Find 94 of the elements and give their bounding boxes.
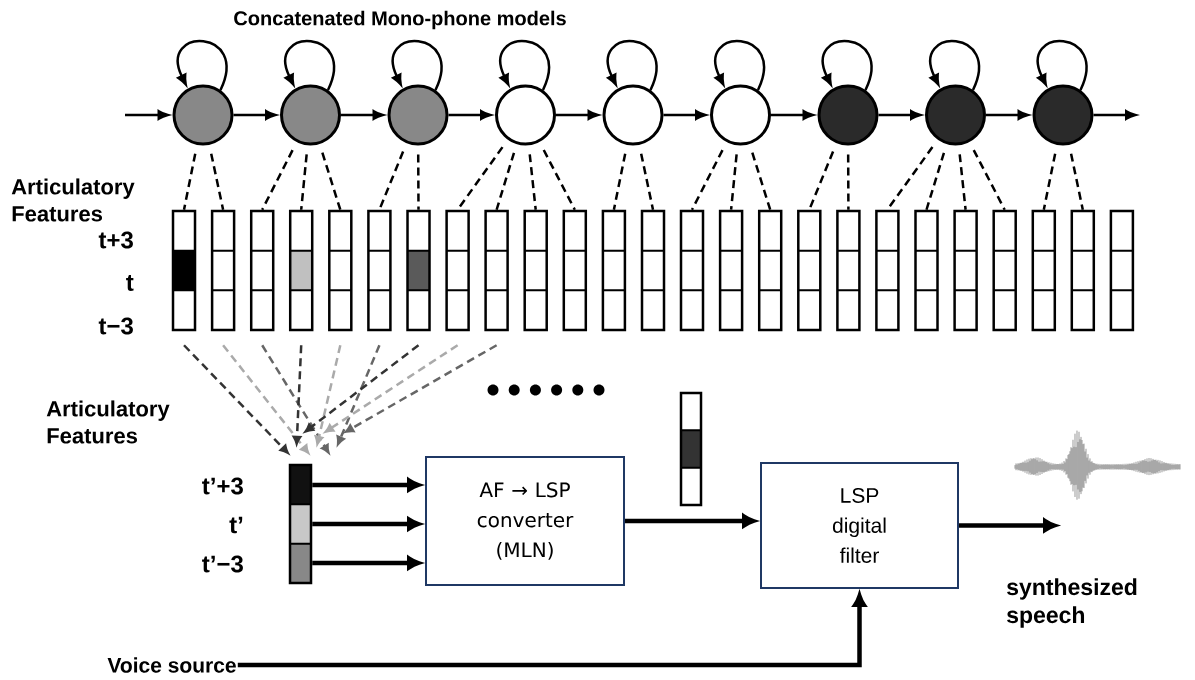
- dashed-arrow: [336, 344, 381, 446]
- state-circle: [280, 84, 341, 146]
- title: Concatenated Mono-phone models: [234, 10, 566, 30]
- arrow: [448, 110, 492, 120]
- dashed-line: [1042, 153, 1057, 210]
- dashed-line: [808, 151, 835, 211]
- feature-label: Articulatory Features: [11, 178, 135, 222]
- feature-label: Articulatory Features: [46, 400, 170, 444]
- arrow: [878, 110, 922, 120]
- dashed-line: [495, 152, 516, 211]
- filter-box: LSP digital filter: [760, 462, 959, 589]
- dashed-line: [210, 153, 225, 210]
- dashed-line: [321, 152, 342, 211]
- feature-vector: [406, 209, 431, 332]
- dashed-line: [972, 149, 1006, 211]
- feature-vector: [484, 209, 509, 332]
- dashed-arrow: [222, 344, 310, 454]
- self-loop-arrow: [606, 40, 658, 91]
- dashed-line: [416, 154, 420, 210]
- arrow: [341, 110, 384, 120]
- source-label: Voice source: [107, 657, 236, 673]
- self-loop-arrow: [391, 40, 443, 91]
- dashed-line: [958, 154, 967, 210]
- self-loop-arrow: [1036, 40, 1088, 91]
- time-label: t’: [229, 516, 243, 534]
- feature-vector: [445, 209, 470, 332]
- dashed-line: [690, 149, 724, 211]
- feature-vector: [1031, 209, 1057, 332]
- feature-vector: [718, 209, 744, 332]
- dashed-line: [729, 154, 738, 210]
- dashed-line: [639, 153, 655, 210]
- dashed-line: [612, 153, 627, 210]
- feature-vector: [288, 463, 313, 585]
- dashed-line: [751, 152, 772, 211]
- dashed-line: [261, 149, 294, 211]
- feature-vector: [1109, 209, 1135, 332]
- dashed-line: [846, 154, 850, 210]
- time-label: t−3: [98, 317, 133, 335]
- arrow: [1093, 110, 1137, 120]
- time-label: t’−3: [202, 555, 243, 573]
- feature-vector: [523, 209, 548, 332]
- feature-vector: [1070, 209, 1096, 332]
- state-circle: [817, 84, 879, 146]
- state-circle: [495, 84, 556, 146]
- state-circle: [925, 84, 986, 146]
- self-loop-arrow: [176, 40, 228, 91]
- time-label: t’+3: [202, 477, 243, 495]
- time-label: t: [126, 275, 134, 291]
- time-label: t+3: [98, 231, 133, 249]
- state-circle: [710, 84, 771, 146]
- feature-vector: [679, 391, 703, 507]
- feature-vector: [328, 209, 353, 332]
- arrow: [125, 110, 169, 120]
- dashed-line: [1069, 153, 1085, 210]
- feature-vector: [875, 209, 900, 332]
- dashed-line: [542, 149, 576, 211]
- state-circle: [387, 84, 449, 146]
- self-loop-arrow: [284, 40, 336, 91]
- feature-vector: [679, 209, 705, 332]
- feature-vector: [171, 209, 197, 332]
- dashed-line: [182, 153, 197, 210]
- state-circle: [602, 84, 664, 146]
- dashed-line: [378, 151, 405, 211]
- dashed-line: [925, 152, 946, 211]
- arrow: [556, 110, 599, 120]
- arrow: [771, 110, 814, 120]
- feature-vector: [992, 209, 1017, 332]
- state-circle: [1032, 84, 1094, 146]
- arrow: [986, 110, 1029, 120]
- converter-box: AF → LSP converter (MLN): [425, 456, 625, 586]
- self-loop-arrow: [929, 40, 981, 91]
- feature-vector: [288, 209, 314, 332]
- dashed-arrow: [344, 344, 498, 433]
- arrow: [233, 110, 277, 120]
- self-loop-arrow: [821, 40, 873, 91]
- feature-vector: [757, 209, 783, 332]
- state-circle: [172, 84, 234, 146]
- feature-vector: [249, 209, 275, 332]
- feature-vector: [914, 209, 939, 332]
- dashed-line: [299, 154, 308, 210]
- feature-vector: [953, 209, 978, 332]
- feature-vector: [367, 209, 392, 332]
- feature-vector: [797, 209, 822, 332]
- arrow: [663, 110, 707, 120]
- output-label: synthesized speech: [1007, 578, 1137, 628]
- self-loop-arrow: [714, 40, 766, 91]
- feature-vector: [640, 209, 666, 332]
- dashed-arrow: [183, 344, 289, 454]
- self-loop-arrow: [499, 40, 551, 91]
- dashed-line: [528, 154, 537, 210]
- feature-vector: [601, 209, 627, 332]
- feature-vector: [836, 209, 861, 332]
- feature-vector: [210, 209, 236, 332]
- feature-vector: [562, 209, 588, 332]
